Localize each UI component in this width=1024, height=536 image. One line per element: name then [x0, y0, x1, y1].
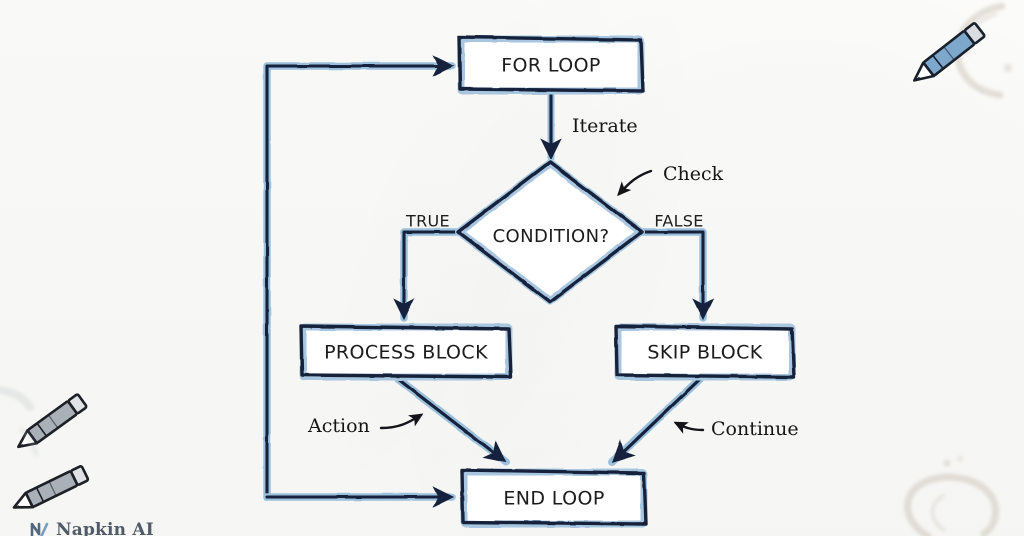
watermark-label: Napkin AI [56, 520, 154, 536]
edge-endloop-to-forloop-loopback [263, 55, 456, 508]
annotation-layer: Check Action Continue [307, 163, 799, 440]
edge-label-false: FALSE [654, 212, 703, 231]
condition-diamond-outline [456, 160, 644, 304]
process-block-label: PROCESS BLOCK [324, 342, 488, 364]
connector-layer [263, 55, 714, 508]
node-layer: FOR LOOP CONDITION? PROCESS BLOCK SKIP B… [299, 35, 796, 528]
skip-block-label: SKIP BLOCK [647, 342, 762, 364]
annotation-action-label: Action [307, 415, 370, 437]
pencil-top-right-icon [913, 22, 986, 82]
end-loop-label: END LOOP [503, 488, 604, 510]
annotation-action: Action [307, 413, 424, 437]
node-for-loop[interactable]: FOR LOOP [457, 35, 645, 95]
pencil-smudge [0, 386, 39, 457]
edge-label-iterate: Iterate [572, 115, 638, 137]
continue-arrow-icon [673, 421, 705, 434]
node-process-block[interactable]: PROCESS BLOCK [299, 323, 513, 381]
coffee-stain-bottom-right [904, 456, 999, 536]
annotation-continue-label: Continue [711, 418, 799, 440]
edge-skip-to-endloop [608, 375, 704, 466]
condition-label: CONDITION? [493, 226, 610, 247]
skip-block-box-outline [614, 324, 796, 379]
process-block-box-outline [299, 324, 513, 379]
for-loop-box-outline [457, 35, 645, 93]
pencil-bottom-left-2-icon [12, 465, 90, 509]
annotation-check-label: Check [663, 163, 724, 185]
node-condition[interactable]: CONDITION? [455, 159, 645, 305]
edge-condition-true-to-process [393, 228, 462, 322]
watermark: Napkin AI [30, 520, 154, 536]
action-arrow-icon [379, 413, 424, 430]
edge-label-layer: Iterate TRUE FALSE [405, 115, 703, 231]
for-loop-label: FOR LOOP [501, 55, 601, 77]
node-end-loop[interactable]: END LOOP [460, 468, 648, 528]
node-skip-block[interactable]: SKIP BLOCK [614, 323, 796, 381]
end-loop-box-outline [460, 468, 648, 526]
napkin-logo-icon [30, 522, 49, 536]
check-arrow-icon [617, 169, 653, 197]
annotation-check: Check [617, 163, 724, 197]
edge-process-to-endloop [394, 375, 510, 466]
annotation-continue: Continue [673, 418, 799, 440]
edge-condition-false-to-skip [638, 228, 714, 322]
edge-label-true: TRUE [405, 212, 450, 231]
